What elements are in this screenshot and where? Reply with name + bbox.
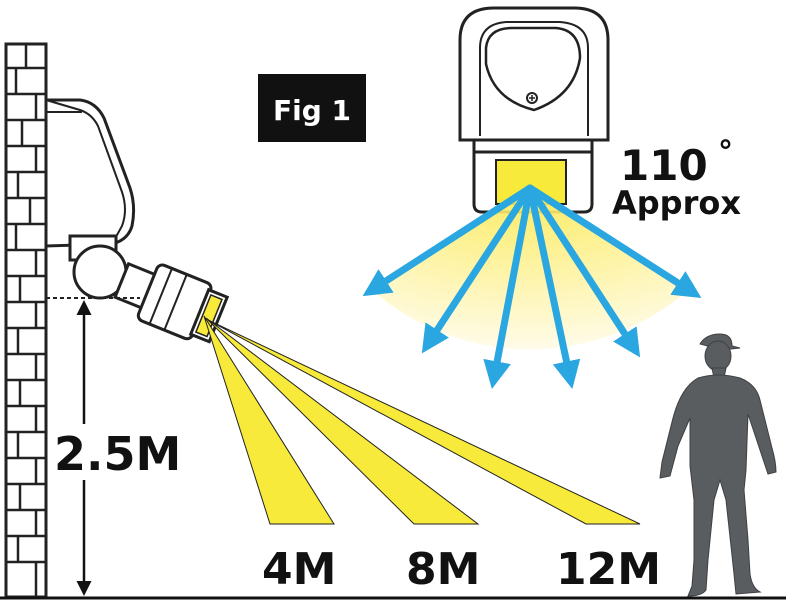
person-silhouette [659, 333, 777, 597]
arrow-2 [421, 184, 534, 354]
range-label-4m: 4M [262, 544, 336, 595]
arrow-1 [362, 184, 534, 297]
detection-beams [203, 315, 641, 525]
angle-approx: Approx [612, 184, 741, 222]
detection-arrows [362, 184, 702, 390]
figure-label-box [258, 74, 366, 142]
side-view-sensor [113, 261, 230, 344]
top-view-sensor [458, 6, 610, 214]
height-label: 2.5M [54, 427, 181, 481]
beam-8m [205, 317, 480, 525]
arrow-5 [526, 184, 641, 358]
arrow-4 [526, 184, 581, 389]
arrow-6 [526, 184, 702, 299]
range-label-8m: 8M [406, 544, 480, 595]
arrow-3 [483, 184, 534, 390]
angle-value: 110 [620, 141, 708, 190]
beam-4m [203, 315, 335, 525]
figure-label: Fig 1 [273, 94, 351, 127]
brick-wall [4, 42, 48, 599]
wall-light-housing [44, 98, 136, 248]
range-label-12m: 12M [556, 544, 661, 595]
beam-12m [207, 319, 641, 525]
angle-degree-symbol: ° [718, 135, 733, 170]
